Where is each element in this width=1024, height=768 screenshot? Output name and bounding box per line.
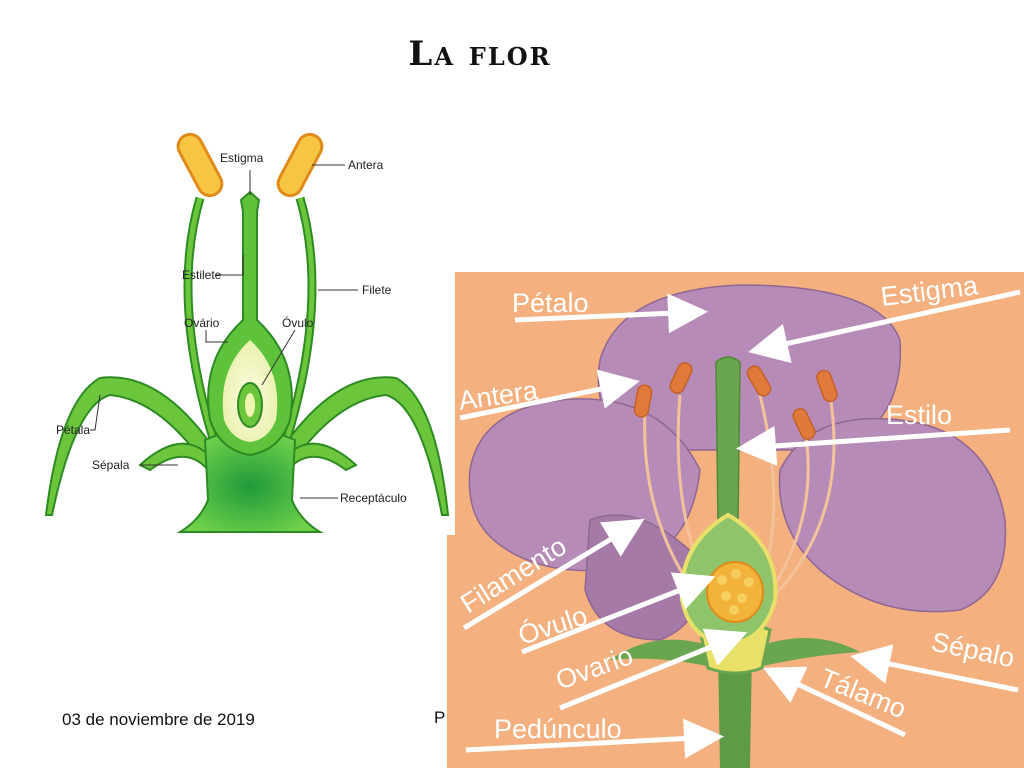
right-flower-diagram: Pétalo Estigma Antera Estilo Filamento Ó… [447, 270, 1024, 768]
left-label-petala: Pétala [56, 423, 90, 437]
right-label-pedunculo: Pedúnculo [494, 714, 622, 744]
anthers [633, 362, 838, 440]
left-label-filete: Filete [362, 283, 392, 297]
left-flower-diagram: Estigma Antera Estilete Filete Ovário Óv… [44, 132, 450, 533]
left-label-ovario: Ovário [184, 316, 220, 330]
style-shape [715, 356, 741, 521]
slide-title: La flor [408, 34, 552, 74]
right-label-petalo: Pétalo [512, 288, 589, 318]
sepal-left-shape [610, 639, 722, 668]
left-filament-inner [185, 197, 218, 446]
right-anther-shape [276, 132, 324, 198]
sepal-right-shape [748, 637, 860, 668]
left-label-antera: Antera [348, 158, 384, 172]
footer-date: 03 de noviembre de 2019 [62, 710, 255, 729]
left-anther-shape [176, 132, 224, 198]
right-label-estilo: Estilo [886, 400, 952, 430]
ovule-dots [717, 569, 754, 615]
label-arrows [459, 289, 1021, 759]
right-filament-inner [282, 197, 315, 446]
petal-right [778, 417, 1007, 613]
left-label-estilete: Estilete [182, 268, 222, 282]
footer-page-fragment: P [434, 708, 446, 727]
peduncle-shape [718, 650, 752, 768]
left-label-sepala: Sépala [92, 458, 130, 472]
left-label-ovulo: Óvulo [282, 315, 314, 330]
left-label-estigma: Estigma [220, 151, 264, 165]
left-label-receptaculo: Receptáculo [340, 491, 407, 505]
